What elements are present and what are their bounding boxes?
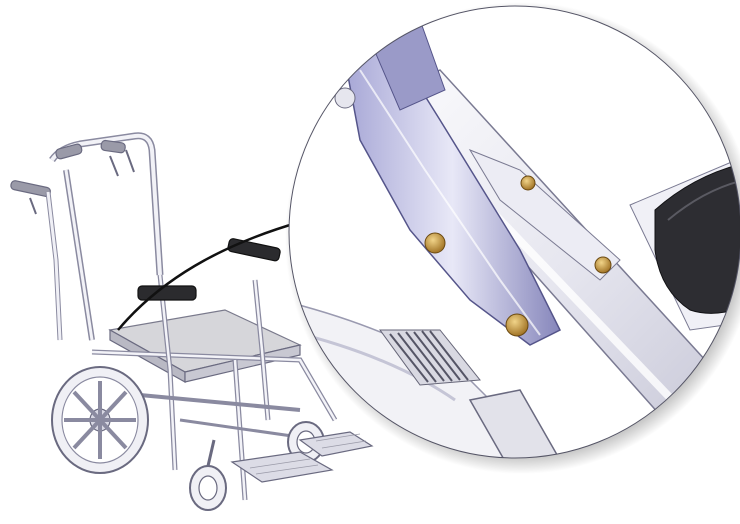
side-frame <box>91 274 338 501</box>
bolt <box>520 175 536 191</box>
leader-line <box>117 220 301 331</box>
seat <box>108 309 302 384</box>
armrests <box>137 238 281 301</box>
bolt <box>424 232 446 254</box>
footplates <box>230 431 374 483</box>
bolts <box>424 175 612 337</box>
rear-wheel <box>51 366 149 474</box>
front-caster-left <box>189 439 227 511</box>
left-push-handle <box>10 180 63 341</box>
bolt <box>505 313 529 337</box>
bolt <box>594 256 612 274</box>
magnifier-callout <box>285 2 740 474</box>
back-frame <box>49 132 164 341</box>
wheelchair-illustration <box>10 132 374 511</box>
brake-grip <box>379 329 481 386</box>
